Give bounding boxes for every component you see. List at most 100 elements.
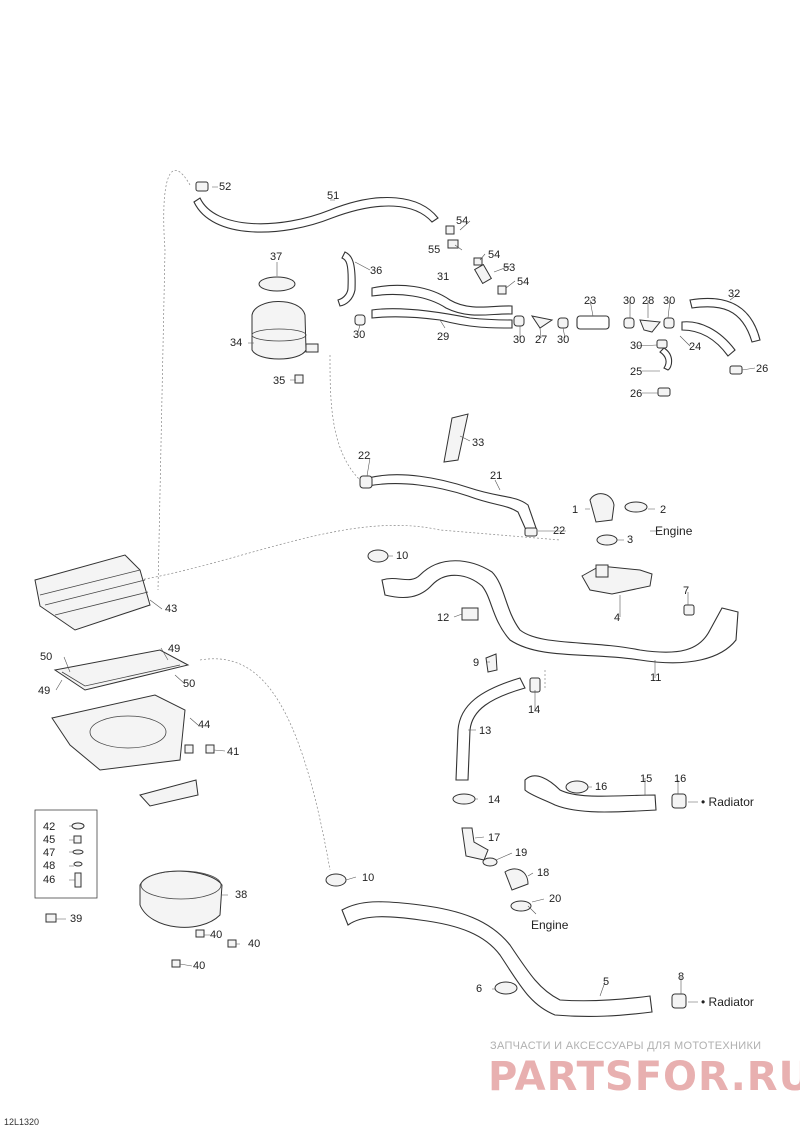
part-44-shroud [51,694,186,771]
part-30-clamp [354,314,366,326]
part-32-hose [689,297,761,343]
part-39-nut [45,913,57,923]
part-53-hose [473,263,493,285]
part-20-clamp [510,900,532,912]
part-18-fitting [504,868,529,891]
part-25-hose [659,347,673,371]
callout-2: 2 [660,504,667,516]
callout-17: 17 [488,832,501,844]
part-44-bracket [139,779,199,807]
part-26-clamp [657,387,671,397]
callout-30: 30 [557,334,570,346]
part-46-bolt [74,872,82,888]
part-34-outlet [305,343,319,353]
part-5-hose [341,901,653,1017]
callout-14: 14 [528,704,541,716]
part-8-clamp [671,993,687,1009]
part-22-clamp [524,527,538,537]
part-3-clamp [596,534,618,546]
part-38-rim [140,870,222,900]
part-47-washer [72,849,84,855]
part-36-hose [337,251,356,307]
callout-42: 42 [43,821,56,833]
routing-line [139,525,561,581]
callout-10: 10 [396,550,409,562]
part-9-clip [485,653,498,673]
radiator-label: • Radiator [701,995,754,1009]
part-13-hose [455,677,526,781]
part-54-fitting [445,225,455,235]
callout-31: 31 [437,271,450,283]
callout-18: 18 [537,867,550,879]
callout-49: 49 [168,643,181,655]
part-14-clamp [529,677,541,693]
part-48-washer [73,861,83,867]
part-11-hose [381,560,739,664]
callout-51: 51 [327,190,340,202]
callout-43: 43 [165,603,178,615]
part-37-cap [258,276,296,292]
watermark-caption: ЗАПЧАСТИ И АКСЕССУАРЫ ДЛЯ МОТОТЕХНИКИ [490,1040,762,1052]
callout-8: 8 [678,971,685,983]
routing-line [329,354,361,481]
part-40-nut [195,929,205,938]
callout-32: 32 [728,288,741,300]
part-35-screw [294,374,304,384]
callout-30: 30 [623,295,636,307]
callout-54: 54 [517,276,530,288]
callout-28: 28 [642,295,655,307]
callout-50: 50 [183,678,196,690]
callout-22: 22 [358,450,371,462]
part-24-hose [681,321,736,357]
callout-21: 21 [490,470,503,482]
part-54-fitting [497,285,507,295]
reference-code: 12L1320 [4,1117,40,1127]
part-17-elbow [461,827,489,861]
part-10-clamp [367,549,389,563]
part-55-fitting [447,239,459,249]
callout-30: 30 [353,329,366,341]
callout-50: 50 [40,651,53,663]
callout-3: 3 [627,534,634,546]
radiator-label-text: Radiator [708,995,754,1009]
callout-16: 16 [595,781,608,793]
callout-7: 7 [683,585,690,597]
part-50-frame [53,649,190,691]
callout-12: 12 [437,612,450,624]
part-31-hose [371,284,513,316]
part-10-clamp [325,873,347,887]
leader-lines [55,186,756,1003]
callout-36: 36 [370,265,383,277]
part-22-clamp [359,475,373,489]
part-44-opening [89,715,167,749]
part-34-reservoir [251,301,307,360]
callout-20: 20 [549,893,562,905]
part-27-connector [530,315,554,329]
part-19-clamp [482,857,498,867]
callout-38: 38 [235,889,248,901]
part-43-fins [39,569,149,616]
part-41-nut [184,744,194,754]
callout-29: 29 [437,331,450,343]
callout-46: 46 [43,874,56,886]
callout-14: 14 [488,794,501,806]
callout-45: 45 [43,834,56,846]
part-30-clamp [663,317,675,329]
callout-48: 48 [43,860,56,872]
part-7-clamp [683,604,695,616]
callout-19: 19 [515,847,528,859]
part-16-clamp [671,793,687,809]
callout-40: 40 [248,938,261,950]
callout-47: 47 [43,847,56,859]
callout-10: 10 [362,872,375,884]
engine-label: Engine [655,524,693,538]
callout-52: 52 [219,181,232,193]
callout-40: 40 [193,960,206,972]
part-42-washer [71,822,85,830]
part-40-nut [171,959,181,968]
callout-55: 55 [428,244,441,256]
callout-54: 54 [488,249,501,261]
callout-6: 6 [476,983,483,995]
radiator-label: • Radiator [701,795,754,809]
